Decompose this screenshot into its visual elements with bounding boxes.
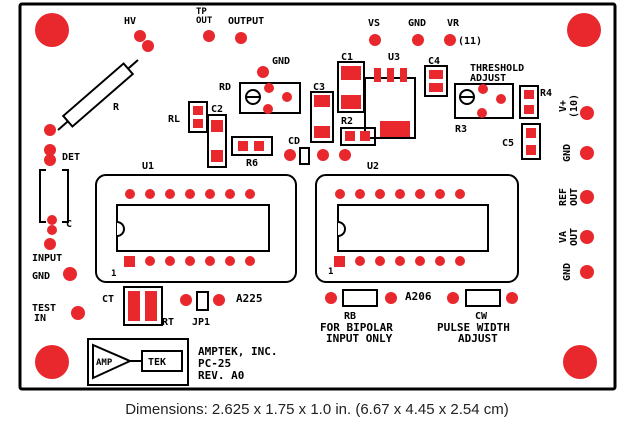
label-ref-out: REFOUT [558, 188, 580, 206]
chip-u2 [315, 174, 519, 283]
jp1-outline [196, 291, 209, 311]
pad-gnd-top [257, 66, 269, 78]
amptek-logo [87, 338, 189, 386]
resistor-r [57, 59, 139, 131]
c3-outline [310, 91, 334, 143]
label-det: DET [62, 152, 80, 163]
pad-tp-out [203, 30, 215, 42]
label-c: C [66, 219, 72, 230]
label-u1: U1 [142, 161, 154, 172]
label-input: INPUT [32, 253, 62, 264]
label-ct: CT [102, 294, 114, 305]
c2-outline [207, 114, 227, 168]
label-hv: HV [124, 16, 136, 27]
pad-test-in [71, 306, 85, 320]
mounting-hole-br [563, 345, 597, 379]
r6-outline [231, 136, 273, 156]
r4-outline [519, 85, 539, 119]
chip-u1 [95, 174, 297, 283]
label-c4: C4 [428, 56, 440, 67]
label-rt: RT [162, 317, 174, 328]
pad-vs [369, 34, 381, 46]
r2-outline [340, 127, 376, 146]
label-r4: R4 [540, 88, 552, 99]
label-gnd-right2: GND [562, 263, 573, 281]
label-a206: A206 [405, 290, 432, 303]
label-c3: C3 [313, 82, 325, 93]
pad-gnd-right1 [580, 146, 594, 160]
ct-rt-outline [123, 286, 163, 326]
label-model: PC-25 [198, 357, 231, 370]
mounting-hole-tl [35, 13, 69, 47]
label-rb: RB [344, 311, 356, 322]
pad-gnd-right2 [580, 265, 594, 279]
label-a225: A225 [236, 292, 263, 305]
threshold-trimmer-outline [454, 83, 514, 119]
pad-va-out [580, 230, 594, 244]
pad-rd-3 [263, 104, 273, 114]
mounting-hole-bl [35, 345, 69, 379]
mounting-hole-tr [567, 13, 601, 47]
label-va-out: VAOUT [558, 228, 580, 246]
label-output: OUTPUT [228, 16, 264, 27]
caption: Dimensions: 2.625 x 1.75 x 1.0 in. (6.67… [125, 401, 509, 418]
label-c2: C2 [211, 104, 223, 115]
pad-input [44, 238, 56, 250]
label-eleven: (11) [458, 36, 482, 47]
label-r3: R3 [455, 124, 467, 135]
pad-r [44, 124, 56, 136]
label-rev: REV. A0 [198, 369, 244, 382]
label-company: AMPTEK, INC. [198, 345, 277, 358]
label-r-big: R [113, 102, 120, 113]
label-r2: R2 [341, 116, 353, 127]
label-vs: VS [368, 18, 380, 29]
pad-rd-1 [264, 83, 274, 93]
logo-tek-text: TEK [148, 357, 166, 368]
pad-hv-2 [142, 40, 154, 52]
label-u3: U3 [388, 52, 400, 63]
c5-outline [521, 123, 541, 160]
pad-v-plus [580, 106, 594, 120]
label-rl: RL [168, 114, 180, 125]
label-gnd-top: GND [272, 56, 290, 67]
c4-outline [424, 65, 448, 97]
board-outline [18, 2, 617, 391]
label-c5: C5 [502, 138, 514, 149]
label-r6: R6 [246, 158, 258, 169]
pad-rd-2 [282, 92, 292, 102]
label-jp1: JP1 [192, 317, 210, 328]
label-gnd: GND [408, 18, 426, 29]
label-c1: C1 [341, 52, 353, 63]
pad-hv-1 [134, 30, 146, 42]
label-gnd-left: GND [32, 271, 50, 282]
label-cw: CW [475, 311, 488, 322]
label-cd: CD [288, 136, 300, 147]
pad-vr [444, 34, 456, 46]
pad-output [235, 32, 247, 44]
pad-gnd-left [63, 267, 77, 281]
label-u2: U2 [367, 161, 379, 172]
logo-amp-text: AMP [96, 358, 113, 368]
cd-outline [299, 147, 310, 165]
det-bracket [39, 169, 69, 223]
pw-trimmer-outline [465, 289, 501, 307]
label-vr: VR [447, 18, 460, 29]
label-rd: RD [219, 82, 231, 93]
label-one-u1: 1 [111, 269, 116, 279]
pad-gnd [412, 34, 424, 46]
label-v-plus: V+(10) [558, 94, 580, 118]
label-gnd-right1: GND [562, 144, 573, 162]
pad-ref-out [580, 190, 594, 204]
label-one-u2: 1 [328, 267, 333, 277]
rb-outline [342, 289, 378, 307]
